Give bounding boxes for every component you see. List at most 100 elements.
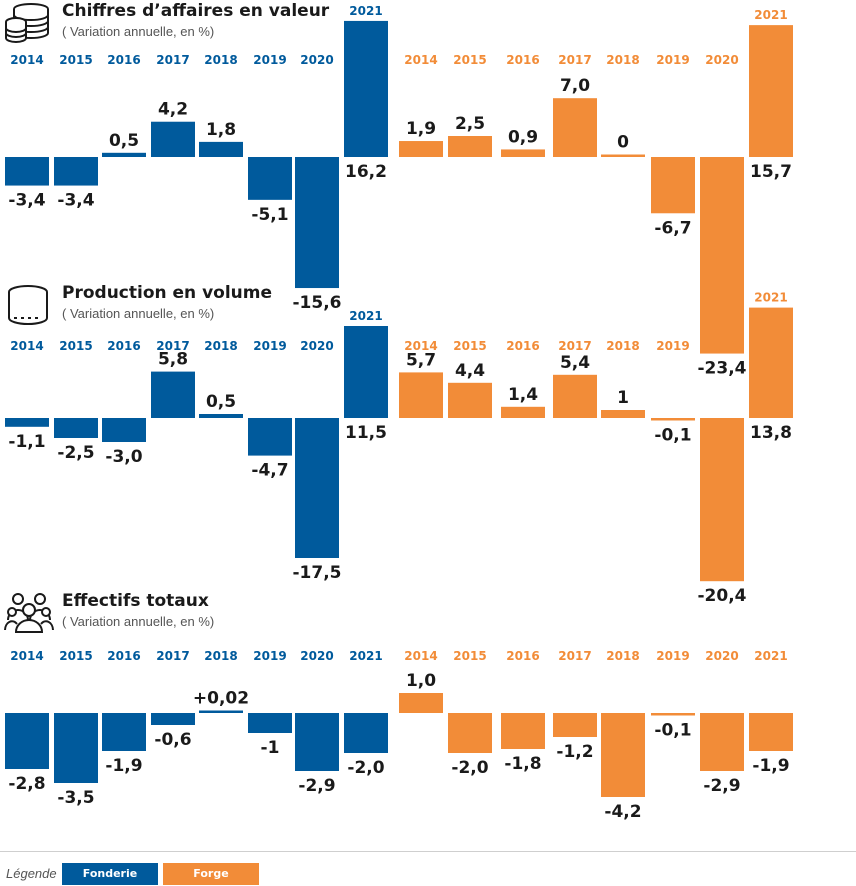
data-label: 0 bbox=[617, 133, 629, 153]
year-label: 2018 bbox=[204, 649, 237, 663]
legend: Légende Fonderie Forge bbox=[0, 862, 856, 886]
year-label: 2015 bbox=[59, 339, 92, 353]
year-label: 2018 bbox=[606, 649, 639, 663]
year-label: 2021 bbox=[349, 309, 382, 323]
data-label: -1,1 bbox=[8, 432, 45, 452]
bar-fonderie-2021 bbox=[344, 713, 388, 753]
bar-fonderie-2016 bbox=[102, 152, 146, 157]
panel-subtitle: ( Variation annuelle, en %) bbox=[62, 24, 215, 39]
bar-fonderie-2016 bbox=[102, 418, 146, 442]
year-label: 2017 bbox=[558, 649, 591, 663]
data-label: 1 bbox=[617, 388, 629, 408]
year-label: 2021 bbox=[754, 291, 787, 305]
legend-fonderie: Fonderie bbox=[62, 863, 158, 885]
bar-forge-2019 bbox=[651, 713, 695, 716]
data-label: 1,0 bbox=[406, 671, 436, 691]
data-label: -4,7 bbox=[251, 461, 288, 481]
year-label: 2016 bbox=[107, 339, 140, 353]
bar-fonderie-2014 bbox=[5, 418, 49, 427]
year-label: 2014 bbox=[10, 53, 43, 67]
year-label: 2020 bbox=[300, 339, 333, 353]
data-label: -1,9 bbox=[752, 756, 789, 776]
panel-title: Effectifs totaux bbox=[62, 591, 209, 611]
bar-forge-2015 bbox=[448, 136, 492, 157]
year-label: 2020 bbox=[300, 649, 333, 663]
year-label: 2014 bbox=[404, 339, 437, 353]
data-label: -2,9 bbox=[703, 776, 740, 796]
bar-fonderie-2017 bbox=[151, 371, 195, 418]
bar-forge-2019 bbox=[651, 157, 695, 214]
data-label: 1,8 bbox=[206, 120, 236, 140]
year-label: 2017 bbox=[558, 339, 591, 353]
year-label: 2019 bbox=[656, 649, 689, 663]
year-label: 2016 bbox=[107, 649, 140, 663]
data-label: -20,4 bbox=[698, 586, 747, 606]
bar-fonderie-2017 bbox=[151, 713, 195, 725]
data-label: -23,4 bbox=[698, 359, 747, 379]
year-label: 2019 bbox=[253, 649, 286, 663]
bar-fonderie-2019 bbox=[248, 157, 292, 200]
bar-forge-2020 bbox=[700, 418, 744, 582]
year-label: 2015 bbox=[453, 53, 486, 67]
data-label: -1 bbox=[261, 738, 280, 758]
bar-forge-2016 bbox=[501, 713, 545, 749]
year-label: 2014 bbox=[404, 649, 437, 663]
year-label: 2017 bbox=[558, 53, 591, 67]
data-label: 1,4 bbox=[508, 385, 538, 405]
data-label: -1,2 bbox=[556, 742, 593, 762]
bar-chart-chiffres-affaires: -3,42014-3,420150,520164,220171,82018-5,… bbox=[5, 4, 793, 379]
year-label: 2016 bbox=[506, 53, 539, 67]
bar-fonderie-2018 bbox=[199, 414, 243, 418]
bar-fonderie-2019 bbox=[248, 418, 292, 456]
bar-fonderie-2014 bbox=[5, 713, 49, 769]
panel-title: Production en volume bbox=[62, 283, 273, 303]
bar-forge-2017 bbox=[553, 98, 597, 157]
data-label: -3,0 bbox=[105, 447, 142, 467]
bar-chart-effectifs-totaux: -2,82014-3,52015-1,92016-0,62017+0,02201… bbox=[5, 649, 793, 822]
bar-fonderie-2021 bbox=[344, 20, 388, 158]
year-label: 2019 bbox=[656, 339, 689, 353]
bar-fonderie-2018 bbox=[199, 141, 243, 157]
bar-chart-production-volume: -1,12014-2,52015-3,020165,820170,52018-4… bbox=[5, 291, 793, 606]
data-label: -1,9 bbox=[105, 756, 142, 776]
year-label: 2020 bbox=[705, 53, 738, 67]
data-label: 7,0 bbox=[560, 76, 590, 96]
bar-forge-2014 bbox=[399, 372, 443, 418]
year-label: 2018 bbox=[204, 339, 237, 353]
bar-forge-2020 bbox=[700, 713, 744, 771]
legend-label: Légende bbox=[6, 866, 57, 881]
data-label: -3,4 bbox=[57, 191, 94, 211]
bar-forge-2021 bbox=[749, 307, 793, 418]
year-label: 2021 bbox=[349, 4, 382, 18]
data-label: -0,1 bbox=[654, 721, 691, 741]
bar-fonderie-2015 bbox=[54, 157, 98, 186]
bar-forge-2015 bbox=[448, 382, 492, 418]
data-label: -3,4 bbox=[8, 191, 45, 211]
year-label: 2019 bbox=[253, 339, 286, 353]
bar-forge-2018 bbox=[601, 154, 645, 157]
data-label: +0,02 bbox=[193, 689, 249, 709]
year-label: 2018 bbox=[204, 53, 237, 67]
year-label: 2014 bbox=[404, 53, 437, 67]
data-label: 0,5 bbox=[109, 131, 139, 151]
year-label: 2021 bbox=[754, 8, 787, 22]
bar-forge-2017 bbox=[553, 713, 597, 737]
bar-fonderie-2019 bbox=[248, 713, 292, 733]
panel-header: Chiffres d’affaires en valeur ( Variatio… bbox=[0, 0, 856, 44]
data-label: -3,5 bbox=[57, 788, 94, 808]
data-label: 5,7 bbox=[406, 350, 436, 370]
year-label: 2015 bbox=[453, 339, 486, 353]
bar-forge-2014 bbox=[399, 141, 443, 157]
data-label: 4,4 bbox=[455, 361, 485, 381]
data-label: -6,7 bbox=[654, 218, 691, 238]
data-label: -5,1 bbox=[251, 205, 288, 225]
year-label: 2018 bbox=[606, 339, 639, 353]
people-icon bbox=[4, 593, 54, 633]
bar-fonderie-2020 bbox=[295, 713, 339, 771]
year-label: 2021 bbox=[349, 649, 382, 663]
bar-forge-2021 bbox=[749, 713, 793, 751]
bar-fonderie-2018 bbox=[199, 710, 243, 713]
year-label: 2020 bbox=[705, 649, 738, 663]
bar-fonderie-2015 bbox=[54, 713, 98, 783]
data-label: 13,8 bbox=[750, 423, 792, 443]
